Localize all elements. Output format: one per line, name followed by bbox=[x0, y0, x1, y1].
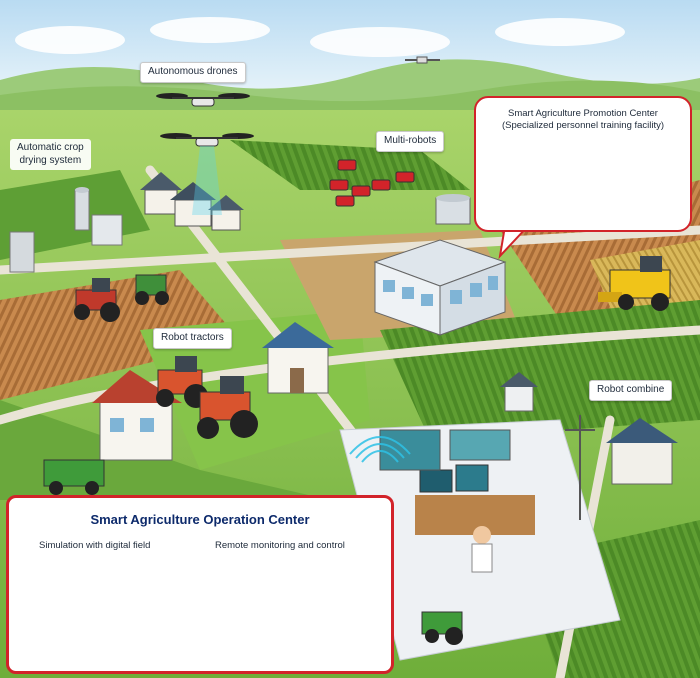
remote-monitoring-caption: Remote monitoring and control bbox=[215, 540, 345, 551]
crop-drying-label-line2: drying system bbox=[19, 154, 82, 166]
small-hut-east bbox=[500, 372, 538, 412]
green-mower bbox=[43, 459, 105, 495]
promotion-center-title: Smart Agriculture Promotion Center (Spec… bbox=[484, 108, 682, 133]
robot-tractor bbox=[197, 376, 258, 439]
robot-combine bbox=[598, 256, 671, 311]
control-desk bbox=[379, 429, 535, 573]
promotion-center-title-line2: (Specialized personnel training facility… bbox=[501, 120, 665, 132]
farmhouse-cluster bbox=[140, 172, 244, 231]
drone-scan-beam bbox=[192, 146, 222, 215]
robot-tractor-west bbox=[74, 278, 120, 322]
operation-center-callout: Smart Agriculture Operation Center Simul… bbox=[6, 495, 394, 674]
windmill bbox=[565, 415, 595, 520]
operation-center-title: Smart Agriculture Operation Center bbox=[90, 512, 310, 527]
autonomous-drone bbox=[160, 133, 254, 147]
robot-combine-label: Robot combine bbox=[589, 380, 673, 401]
blue-roof-shed bbox=[262, 322, 334, 394]
robot-tractor bbox=[156, 356, 208, 408]
clouds bbox=[15, 17, 625, 57]
crop-drying-system-label: Automatic crop drying system bbox=[10, 139, 91, 170]
grain-silos bbox=[9, 187, 123, 273]
robot-tractors-label: Robot tractors bbox=[153, 328, 232, 349]
water-tank bbox=[435, 194, 471, 225]
green-tractor-southeast bbox=[421, 611, 463, 645]
wifi-signal-icon bbox=[349, 436, 411, 463]
garage-southeast bbox=[606, 418, 678, 485]
autonomous-drones-label: Autonomous drones bbox=[140, 62, 246, 83]
green-loader bbox=[135, 274, 169, 305]
plowed-field-west bbox=[0, 270, 240, 400]
crop-drying-label-line1: Automatic crop bbox=[17, 142, 84, 153]
autonomous-drone bbox=[156, 93, 250, 107]
multi-robots-label: Multi-robots bbox=[376, 131, 445, 152]
simulation-caption: Simulation with digital field bbox=[39, 540, 151, 551]
promotion-center-building bbox=[373, 239, 507, 336]
promotion-center-title-line1: Smart Agriculture Promotion Center bbox=[508, 108, 658, 119]
promotion-center-callout: Smart Agriculture Promotion Center (Spec… bbox=[474, 96, 692, 232]
distant-drone bbox=[405, 56, 440, 64]
multi-robot-units bbox=[329, 159, 415, 207]
